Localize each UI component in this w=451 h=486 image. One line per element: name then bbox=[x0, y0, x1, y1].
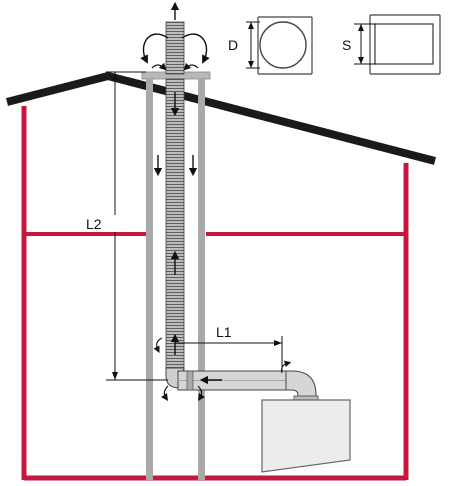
house-walls bbox=[21, 106, 409, 481]
roof bbox=[6, 72, 437, 165]
flexible-liner bbox=[165, 78, 185, 372]
detail-round-section: D bbox=[228, 16, 313, 75]
boiler-unit bbox=[261, 399, 351, 473]
label-d: D bbox=[228, 37, 238, 53]
dimension-l2: L2 bbox=[86, 71, 168, 381]
dimension-l1: L1 bbox=[175, 324, 283, 372]
label-s: S bbox=[342, 37, 351, 53]
label-l2: L2 bbox=[86, 216, 102, 232]
label-l1: L1 bbox=[216, 324, 232, 340]
detail-rect-section: S bbox=[342, 14, 441, 75]
flue-terminal bbox=[140, 1, 210, 75]
connection-pipe bbox=[165, 367, 319, 402]
